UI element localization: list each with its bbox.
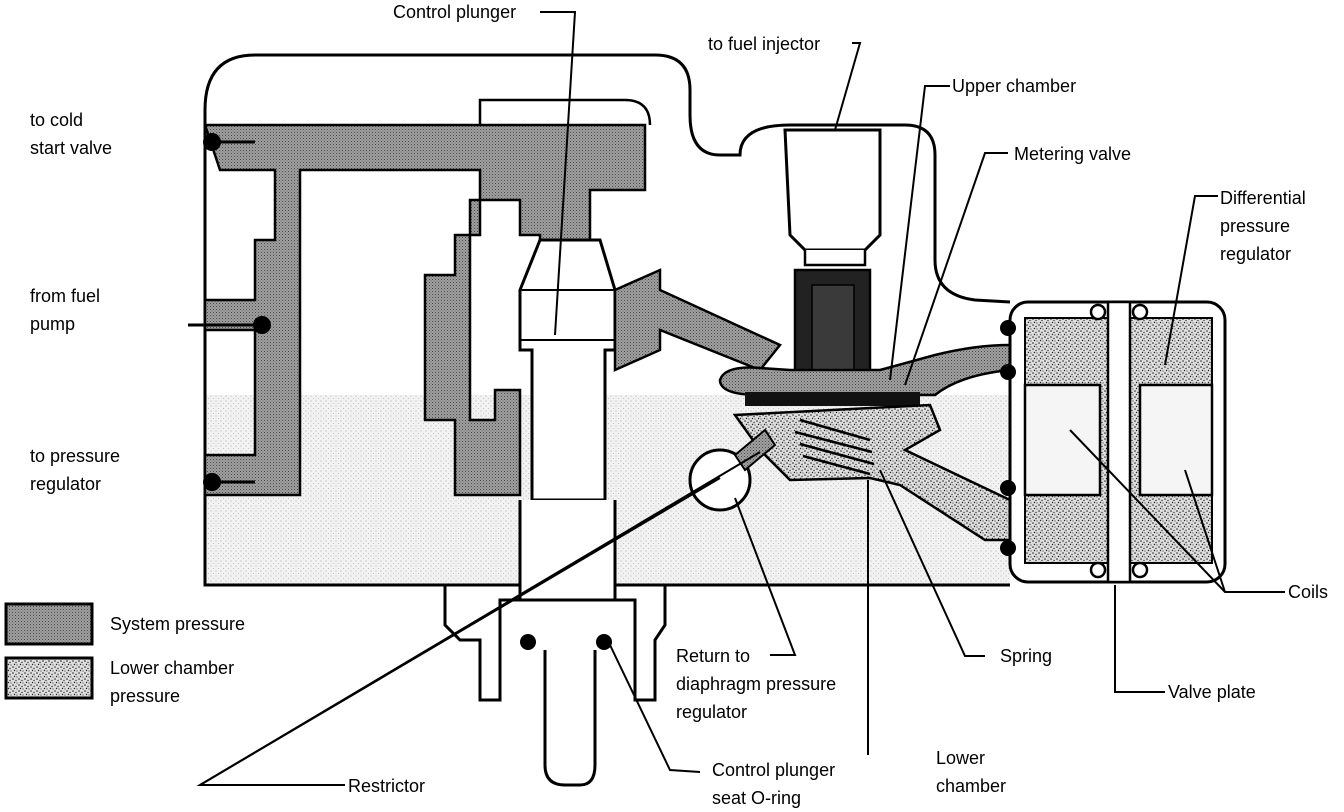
label-differential-pressure-regulator: Differential pressure regulator <box>1220 188 1306 264</box>
label-metering-valve: Metering valve <box>1014 144 1132 164</box>
coil-right <box>1138 383 1214 497</box>
housing-left-wall <box>203 110 1010 587</box>
seat-oring-right <box>596 634 612 650</box>
label-from-fuel-pump: from fuel pump <box>30 286 101 334</box>
diaphragm <box>745 392 920 406</box>
housing-upper-outline <box>203 53 1011 304</box>
spring <box>794 418 875 476</box>
regulator-orings <box>1000 320 1016 556</box>
label-upper-chamber: Upper chamber <box>952 76 1077 96</box>
coil-left <box>1023 383 1102 497</box>
seat-oring-left <box>520 634 536 650</box>
injector-fitting <box>783 128 882 252</box>
control-plunger <box>518 238 617 502</box>
label-to-pressure-regulator: to pressure regulator <box>30 446 121 494</box>
label-lower-chamber: Lower chamber <box>936 748 1007 796</box>
metering-valve-stem-core <box>811 284 855 376</box>
label-spring: Spring <box>1000 646 1053 666</box>
label-to-fuel-injector: to fuel injector <box>708 34 821 54</box>
label-control-plunger-seat-oring: Control plunger seat O-ring <box>712 760 836 808</box>
injector-neck <box>803 250 867 267</box>
label-return-to-diaphragm: Return to diaphragm pressure regulator <box>676 646 837 722</box>
label-restrictor: Restrictor <box>348 776 426 796</box>
restrictor-ball <box>688 448 752 512</box>
plunger-bore <box>518 500 617 602</box>
valve-plate-bar <box>1106 300 1132 584</box>
lower-boss-right <box>615 585 667 702</box>
label-valve-plate: Valve plate <box>1168 682 1256 702</box>
system-pressure-top-cap <box>478 98 652 126</box>
lower-chamber <box>732 403 1012 542</box>
legend-system-pressure-swatch <box>4 602 94 646</box>
label-coils: Coils <box>1288 582 1329 602</box>
legend-lower-chamber-swatch <box>4 656 94 700</box>
lower-boss-left <box>443 585 520 702</box>
system-pressure-passage <box>203 123 647 497</box>
valve-plate-balls <box>1089 303 1149 579</box>
legend-system-pressure: System pressure <box>110 614 246 634</box>
metering-feed-passage <box>613 268 782 372</box>
legend-lower-chamber-pressure: Lower chamber pressure <box>110 658 235 706</box>
label-to-cold-start-valve: to cold start valve <box>30 110 113 158</box>
plunger-stem <box>543 650 597 787</box>
leader-lines <box>196 11 1285 786</box>
label-control-plunger: Control plunger <box>393 2 517 22</box>
